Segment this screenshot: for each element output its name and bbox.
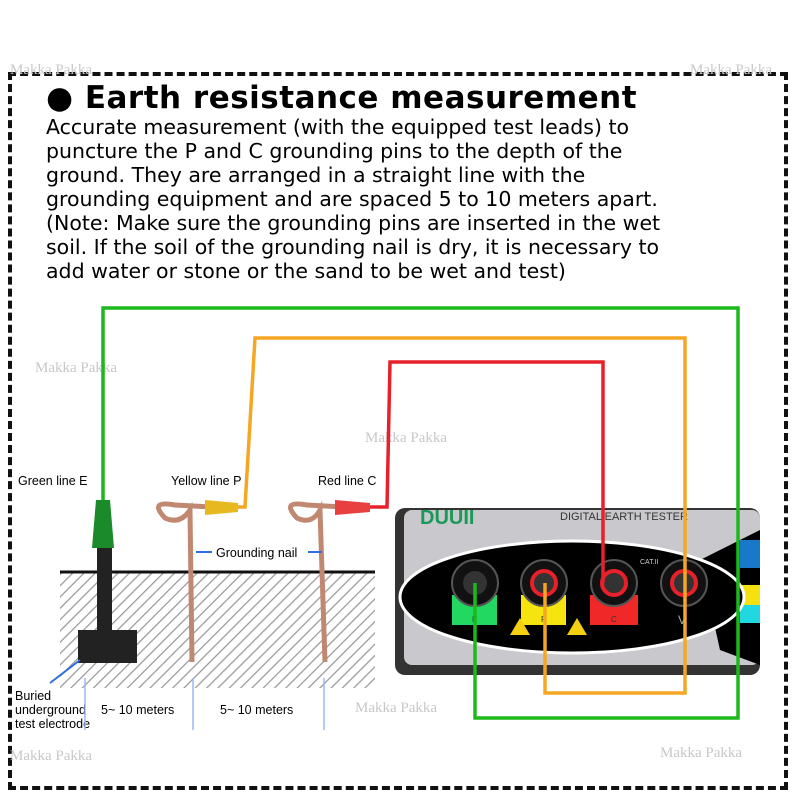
distance-label: 5~ 10 meters xyxy=(220,703,293,717)
electrode-label: Buried xyxy=(15,689,51,703)
grounding-nail-p xyxy=(156,500,238,663)
electrode-label: underground xyxy=(15,703,86,717)
warning-icon xyxy=(567,618,587,635)
description-line: soil. If the soil of the grounding nail … xyxy=(46,235,660,259)
distance-label: 5~ 10 meters xyxy=(101,703,174,717)
electrode-rod xyxy=(97,548,112,633)
buried-electrode xyxy=(78,630,137,663)
electrode-label: test electrode xyxy=(15,717,90,731)
description-line: puncture the P and C grounding pins to t… xyxy=(46,139,623,163)
description-line: (Note: Make sure the grounding pins are … xyxy=(46,211,661,235)
green-clip xyxy=(92,500,114,548)
description-line: ground. They are arranged in a straight … xyxy=(46,163,586,187)
description-line: grounding equipment and are spaced 5 to … xyxy=(46,187,658,211)
watermark: Makka Pakka xyxy=(365,430,448,446)
red-wire-c xyxy=(370,360,605,583)
description-line: Accurate measurement (with the equipped … xyxy=(46,115,630,139)
page-title: ● Earth resistance measurement xyxy=(46,80,638,116)
watermark: Makka Pakka xyxy=(35,360,118,376)
warning-icon xyxy=(510,618,530,635)
dashed-frame xyxy=(8,72,788,790)
watermark: Makka Pakka xyxy=(690,62,773,78)
watermark: Makka Pakka xyxy=(660,745,743,761)
description-line: add water or stone or the sand to be wet… xyxy=(46,259,566,283)
device-brand: DUUII xyxy=(420,507,474,529)
grounding-nail-c xyxy=(288,500,370,663)
grounding-nail-label: Grounding nail xyxy=(216,546,297,560)
cat-label: CAT.II xyxy=(640,559,659,566)
description: Accurate measurement (with the equipped … xyxy=(46,115,776,283)
port-label: C xyxy=(611,615,617,624)
device-title: DIGITAL EARTH TESTER xyxy=(560,511,688,523)
watermark: Makka Pakka xyxy=(10,62,93,78)
port-label: V xyxy=(678,613,686,627)
yellow-line-label: Yellow line P xyxy=(171,474,241,488)
green-wire-e xyxy=(101,306,740,720)
yellow-wire-p xyxy=(238,336,687,695)
watermark: Makka Pakka xyxy=(10,748,93,764)
electrode-arrow xyxy=(49,659,81,684)
port-c: C xyxy=(590,559,638,625)
watermark: Makka Pakka xyxy=(355,700,438,716)
red-line-label: Red line C xyxy=(318,474,376,488)
green-line-label: Green line E xyxy=(18,474,87,488)
